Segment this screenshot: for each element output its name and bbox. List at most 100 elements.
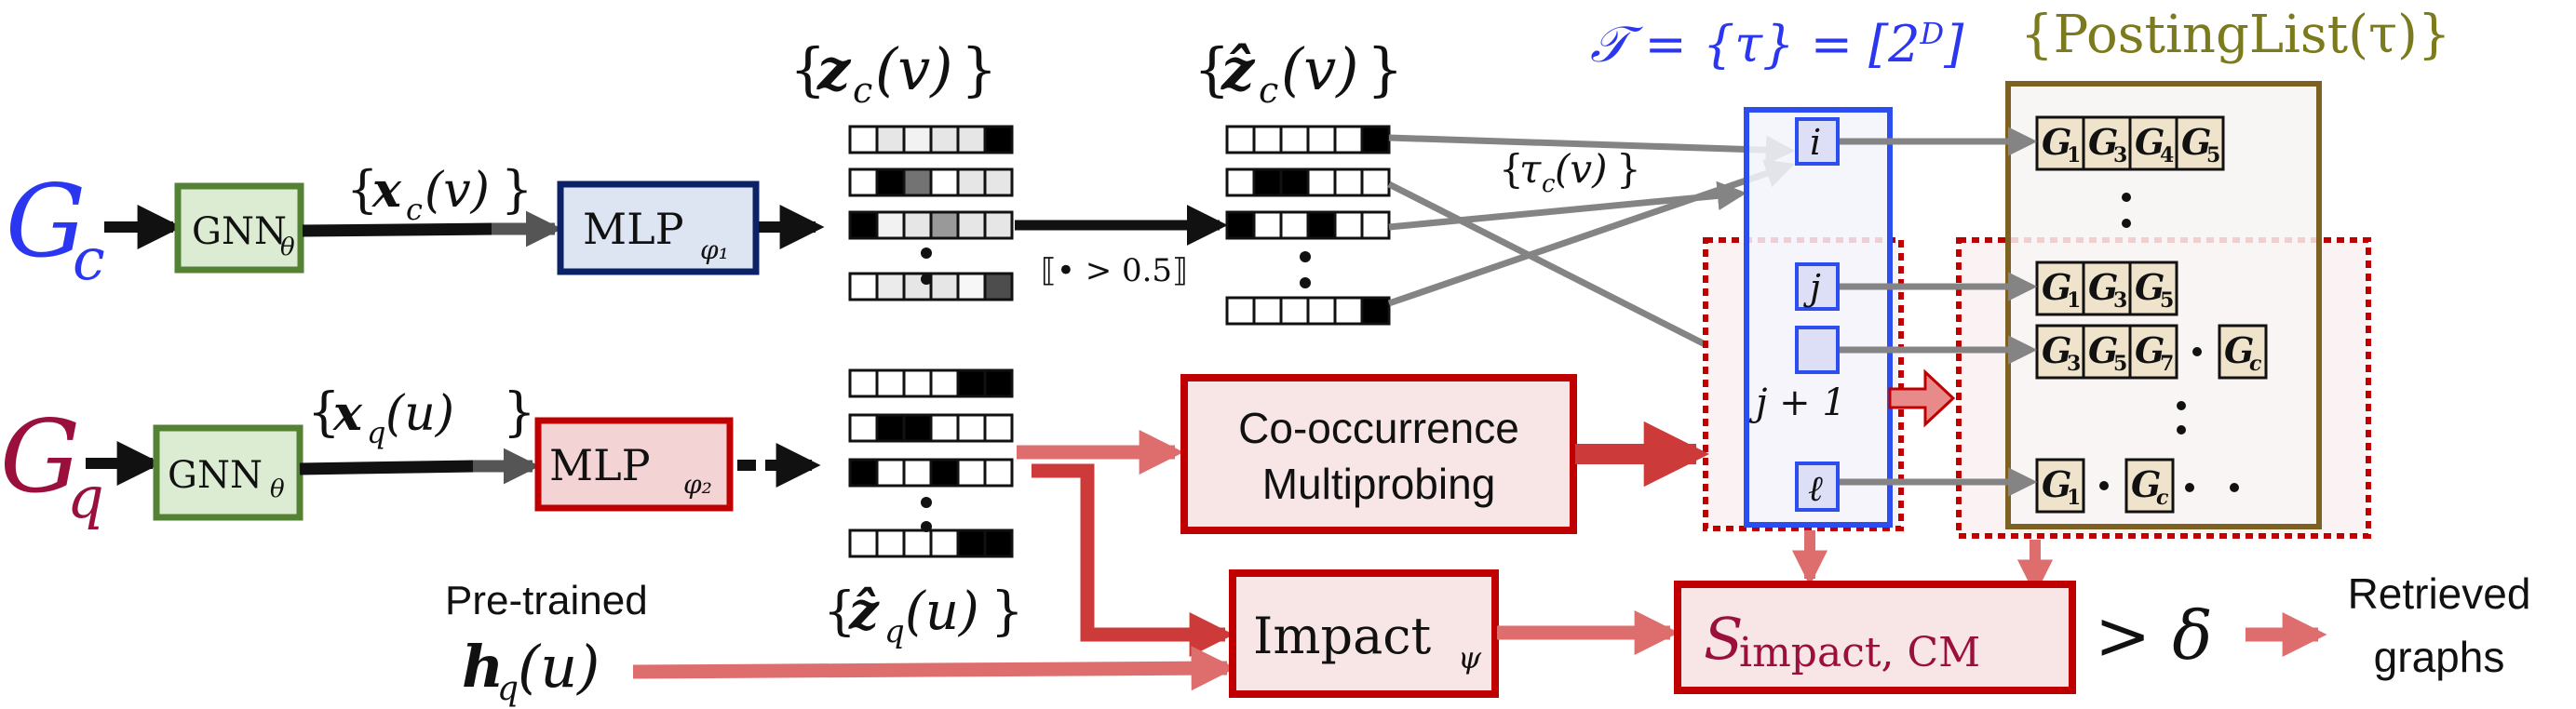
hard-code-cell	[1279, 125, 1310, 154]
query-code-cell	[875, 458, 906, 488]
soft-code-cell	[875, 167, 906, 197]
soft-codes-title: { z c (v) }	[789, 35, 997, 111]
ellipsis-dot	[2185, 483, 2194, 492]
hash-table-column	[1744, 107, 1893, 528]
soft-code-cell	[956, 210, 987, 240]
hash-table-title: 𝒯 = {τ} = [2D]	[1590, 15, 1964, 74]
svg-text:G: G	[2042, 463, 2071, 505]
posting-entry[interactable]: G7	[2128, 324, 2178, 380]
hard-code-cell	[1252, 125, 1283, 154]
hard-code-cell	[1279, 167, 1310, 197]
hard-code-cell	[1306, 125, 1337, 154]
query-code-cell	[983, 458, 1014, 488]
arrow-gnn-to-mlp2	[299, 460, 476, 475]
posting-entry[interactable]: Gc	[2124, 458, 2175, 514]
posting-entry[interactable]: G1	[2035, 115, 2085, 171]
query-code-cell	[902, 368, 933, 398]
svg-text:c: c	[406, 192, 423, 227]
svg-text:{: {	[789, 35, 826, 103]
svg-text:3: 3	[2113, 288, 2127, 313]
arrow-pretrained-to-impact	[632, 646, 1236, 691]
query-graph-label: G q	[0, 399, 104, 531]
hard-code-row	[1225, 210, 1391, 240]
soft-code-row	[848, 272, 1014, 301]
svg-text:Impact: Impact	[1253, 607, 1432, 665]
svg-text:}: }	[991, 582, 1024, 642]
query-code-cell	[929, 458, 960, 488]
bucket-j-plus-1[interactable]: j + 1	[1748, 326, 1846, 424]
posting-entry[interactable]: G1	[2035, 458, 2085, 514]
soft-code-cell	[848, 125, 879, 154]
svg-text:x: x	[371, 162, 402, 219]
posting-entry[interactable]: Gc	[2218, 324, 2268, 380]
hard-code-cell	[1279, 296, 1310, 326]
hard-code-cell	[1252, 167, 1283, 197]
soft-code-row	[848, 125, 1014, 154]
posting-entry[interactable]: G3	[2082, 261, 2132, 316]
hard-code-row	[1225, 296, 1391, 326]
svg-text:Co-occurrence: Co-occurrence	[1238, 404, 1519, 452]
posting-entry[interactable]: G3	[2082, 115, 2132, 171]
bucket-l[interactable]: ℓ	[1795, 462, 1840, 512]
query-code-cell	[848, 458, 879, 488]
bucket-i[interactable]: i	[1795, 117, 1840, 166]
soft-code-cell	[983, 210, 1014, 240]
ellipsis-dot	[921, 521, 932, 532]
svg-text:G: G	[2088, 121, 2118, 163]
query-code-cell	[956, 413, 987, 443]
query-code-row	[848, 458, 1014, 488]
svg-text:i: i	[1810, 122, 1821, 163]
query-code-cell	[848, 528, 879, 558]
posting-entry[interactable]: G3	[2035, 324, 2085, 380]
posting-entry[interactable]: G5	[2175, 115, 2225, 171]
svg-text:MLP: MLP	[549, 440, 651, 490]
hash-label: { τ c (v) }	[1499, 146, 1641, 198]
svg-text:}: }	[1616, 146, 1641, 192]
mlp2-box: MLP φ₂	[534, 417, 734, 512]
svg-text:G: G	[2224, 329, 2254, 371]
gnn-box-candidate: GNN θ	[174, 182, 304, 274]
soft-code-cell	[956, 272, 987, 301]
bucket-j[interactable]: j	[1795, 262, 1840, 311]
svg-text:φ₁: φ₁	[700, 234, 729, 265]
posting-entry[interactable]: G1	[2035, 261, 2085, 316]
posting-entry[interactable]: G4	[2128, 115, 2178, 171]
hard-code-cell	[1333, 296, 1364, 326]
svg-text:c: c	[1542, 170, 1556, 198]
cooccurrence-multiprobing-box: Co-occurrence Multiprobing	[1180, 374, 1577, 534]
svg-text:τ: τ	[1519, 146, 1542, 192]
svg-text:G: G	[2135, 121, 2165, 163]
svg-text:(v): (v)	[425, 163, 490, 219]
hard-code-cell	[1333, 210, 1364, 240]
svg-text:(u): (u)	[905, 582, 979, 642]
arrow-codes-to-impact	[1032, 463, 1234, 658]
ellipsis-dot	[921, 247, 932, 259]
query-code-cell	[875, 528, 906, 558]
query-code-cell	[848, 368, 879, 398]
svg-text:G: G	[2042, 121, 2071, 163]
svg-text:G: G	[6, 164, 86, 280]
ellipsis-dot	[921, 274, 932, 285]
svg-text:(v): (v)	[1281, 35, 1358, 103]
query-code-cell	[956, 368, 987, 398]
ellipsis-dot	[2177, 425, 2186, 435]
svg-text:G: G	[2135, 329, 2165, 371]
hard-code-cell	[1225, 210, 1256, 240]
svg-text:G: G	[2088, 329, 2118, 371]
ellipsis-dot	[2230, 483, 2239, 492]
ellipsis-dot	[2122, 193, 2131, 202]
svg-text:(u): (u)	[385, 386, 454, 442]
query-code-cell	[929, 368, 960, 398]
hard-code-cell	[1252, 210, 1283, 240]
soft-code-cell	[902, 125, 933, 154]
query-code-cell	[956, 528, 987, 558]
query-embedding-label: { x q (u) }	[307, 382, 536, 450]
ellipsis-dot	[1300, 277, 1311, 288]
svg-text:1: 1	[2067, 486, 2081, 510]
threshold-delta: > δ	[2095, 596, 2213, 675]
posting-entry[interactable]: G5	[2082, 324, 2132, 380]
hash-arrow-1	[1388, 134, 1796, 165]
posting-entry[interactable]: G5	[2128, 261, 2178, 316]
svg-text:c: c	[1259, 70, 1278, 111]
